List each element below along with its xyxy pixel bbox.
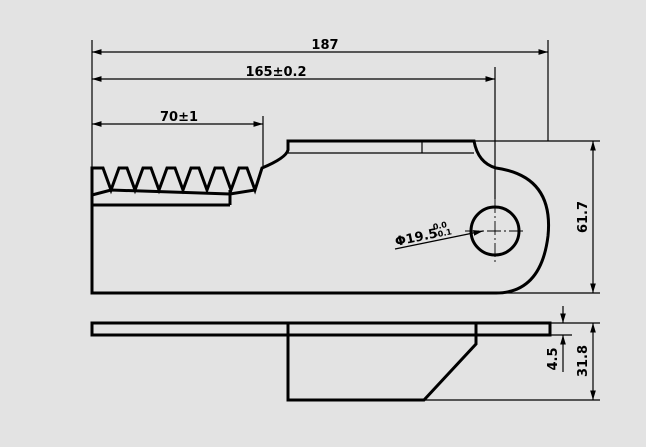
front-view: [90, 139, 551, 295]
front-view-outline: [90, 139, 551, 295]
bottom-view: [90, 321, 552, 402]
dim-hole-position: 165±0.2: [245, 65, 306, 80]
dim-thickness: 4.5: [546, 347, 561, 370]
dim-hole-tol-lower: -0.1: [434, 227, 453, 240]
dim-hole-tol-upper: 0.0: [432, 220, 448, 232]
dimensions: 187 165±0.2 70±1 61.7 Φ19.5 0.0 -0.1 4.5…: [91, 38, 600, 401]
dim-serration-length: 70±1: [160, 110, 198, 125]
leader-hole-diameter: [394, 230, 484, 250]
hole-diameter-callout: Φ19.5 0.0 -0.1: [394, 220, 453, 250]
dim-height: 61.7: [576, 201, 591, 233]
dim-flange-depth: 31.8: [576, 345, 591, 377]
serration-lower-teeth: [91, 188, 256, 197]
dim-hole-diameter: Φ19.5: [394, 226, 439, 250]
plate-thickness-outline: [90, 321, 552, 337]
dim-overall-length: 187: [311, 38, 338, 53]
